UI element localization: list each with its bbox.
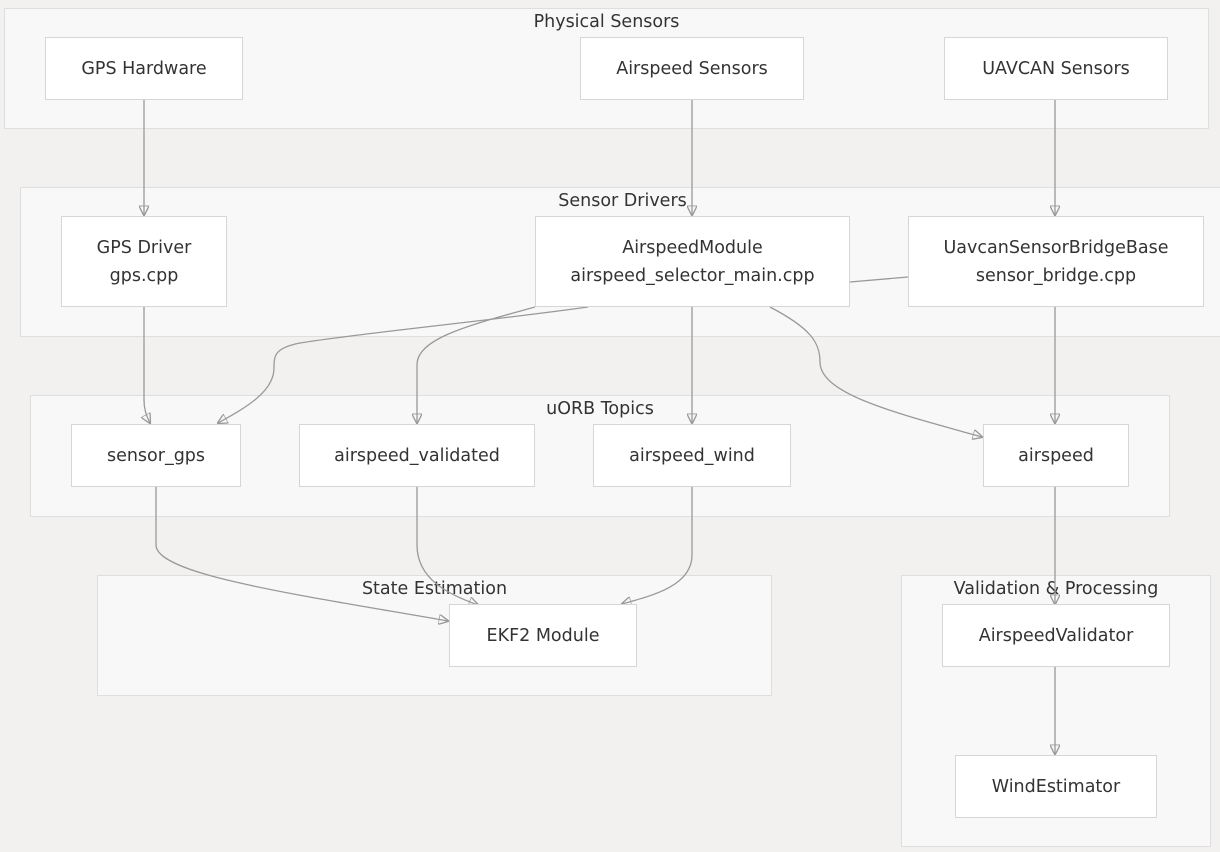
node-label: UavcanSensorBridgeBase sensor_bridge.cpp <box>943 237 1169 286</box>
edge-airspeed-validated-to-ekf2 <box>416 487 478 605</box>
cluster-label: uORB Topics <box>546 399 654 419</box>
cluster-state-estimation: State Estimation <box>97 575 772 696</box>
edge-airspeed-module-to-sensor-gps <box>218 306 589 423</box>
node-airspeed[interactable]: airspeed <box>983 424 1129 487</box>
node-label: UAVCAN Sensors <box>982 58 1130 79</box>
edge-airspeed-module-to-airspeed-validated <box>417 306 536 423</box>
node-label: AirspeedValidator <box>978 625 1134 646</box>
node-ekf2-module[interactable]: EKF2 Module <box>449 604 637 667</box>
node-uavcan-sensors[interactable]: UAVCAN Sensors <box>944 37 1168 100</box>
node-sensor-gps[interactable]: sensor_gps <box>71 424 241 487</box>
edge-airspeed-module-to-airspeed <box>769 306 982 437</box>
node-label: airspeed_wind <box>629 445 755 466</box>
node-label: airspeed <box>1018 445 1094 466</box>
node-airspeed-sensors[interactable]: Airspeed Sensors <box>580 37 804 100</box>
cluster-label: Physical Sensors <box>533 12 680 32</box>
node-label: GPS Driver gps.cpp <box>96 237 192 286</box>
node-uavcan-sensor-bridge[interactable]: UavcanSensorBridgeBase sensor_bridge.cpp <box>908 216 1204 307</box>
node-airspeed-wind[interactable]: airspeed_wind <box>593 424 791 487</box>
node-airspeed-validated[interactable]: airspeed_validated <box>299 424 535 487</box>
node-airspeed-module[interactable]: AirspeedModule airspeed_selector_main.cp… <box>535 216 850 307</box>
node-gps-driver[interactable]: GPS Driver gps.cpp <box>61 216 227 307</box>
node-label: airspeed_validated <box>334 445 500 466</box>
edge-airspeed-wind-to-ekf2 <box>622 487 693 604</box>
node-label: AirspeedModule airspeed_selector_main.cp… <box>570 237 815 286</box>
edge-sensor-gps-to-ekf2 <box>155 487 448 621</box>
node-label: GPS Hardware <box>81 58 207 79</box>
node-label: EKF2 Module <box>486 625 600 646</box>
edge-gps-driver-to-sensor-gps <box>144 307 150 423</box>
node-gps-hardware[interactable]: GPS Hardware <box>45 37 243 100</box>
node-label: Airspeed Sensors <box>616 58 768 79</box>
node-airspeed-validator[interactable]: AirspeedValidator <box>942 604 1170 667</box>
cluster-label: Sensor Drivers <box>558 191 687 211</box>
node-wind-estimator[interactable]: WindEstimator <box>955 755 1157 818</box>
cluster-label: Validation & Processing <box>953 579 1159 599</box>
cluster-label: State Estimation <box>361 579 508 599</box>
edge-uavcan-bridge-to-airspeed-module <box>849 276 909 283</box>
node-label: WindEstimator <box>991 776 1121 797</box>
node-label: sensor_gps <box>106 445 206 466</box>
